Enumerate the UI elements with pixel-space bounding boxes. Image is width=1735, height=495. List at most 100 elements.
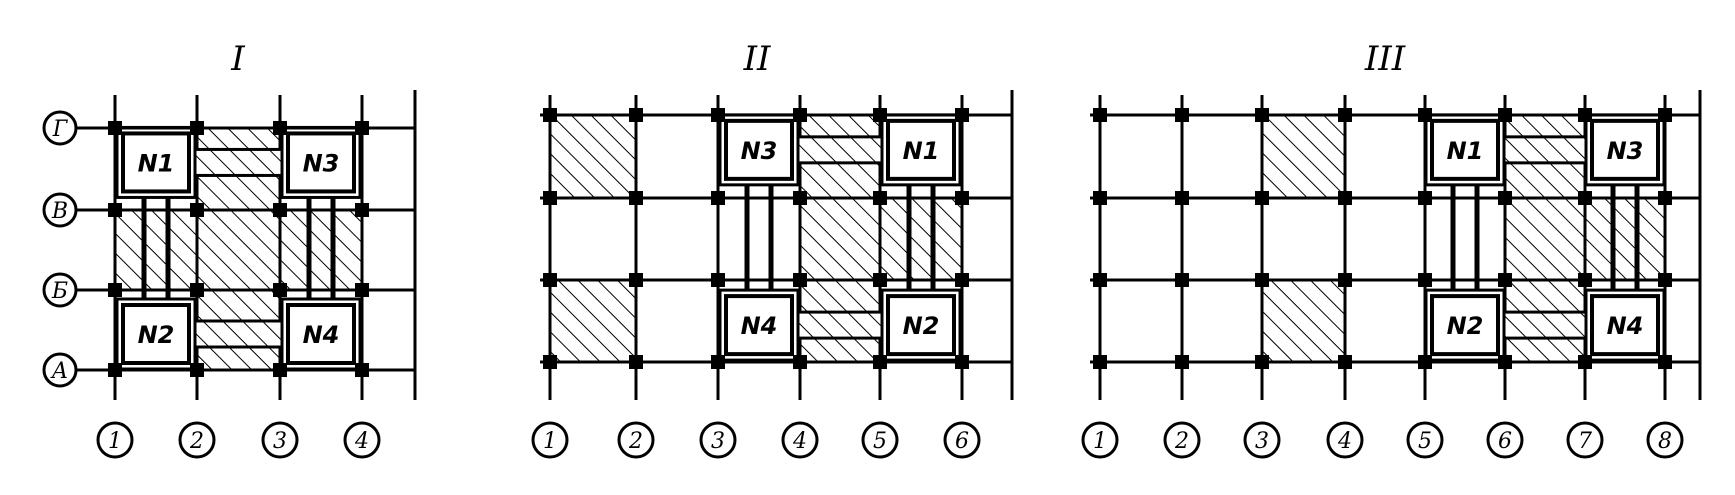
row-axis-label: А bbox=[50, 359, 69, 384]
column-node bbox=[273, 283, 287, 297]
column-axis-bubble bbox=[96, 421, 134, 459]
column-axis-bubble bbox=[261, 421, 299, 459]
column-node bbox=[1498, 191, 1512, 205]
column-node bbox=[1418, 273, 1432, 287]
column-node bbox=[1498, 273, 1512, 287]
column-node bbox=[711, 355, 725, 369]
column-node bbox=[629, 191, 643, 205]
column-axis-bubble bbox=[1566, 421, 1604, 459]
hatched-bay bbox=[1262, 280, 1345, 362]
column-axis-bubble bbox=[1646, 421, 1684, 459]
column-node bbox=[955, 191, 969, 205]
column-node bbox=[1175, 108, 1189, 122]
column-axis-label: 1 bbox=[108, 429, 122, 454]
room-box bbox=[286, 131, 356, 194]
hatched-bay bbox=[115, 210, 362, 290]
row-axis-bubble bbox=[42, 352, 78, 388]
column-axis-bubble bbox=[1406, 421, 1444, 459]
room-box bbox=[724, 118, 794, 181]
column-axis-label: 3 bbox=[273, 429, 287, 454]
column-node bbox=[1255, 191, 1269, 205]
column-node bbox=[711, 191, 725, 205]
column-node bbox=[873, 273, 887, 287]
column-node bbox=[793, 191, 807, 205]
column-axis-label: 1 bbox=[1093, 429, 1107, 454]
room-label: N2 bbox=[138, 321, 175, 349]
column-axis-label: 8 bbox=[1658, 429, 1672, 454]
column-axis-label: 7 bbox=[1578, 429, 1592, 454]
room-label: N4 bbox=[303, 321, 340, 349]
column-node bbox=[190, 203, 204, 217]
room-label: N3 bbox=[1607, 137, 1644, 165]
room-box bbox=[1430, 118, 1500, 181]
column-node bbox=[873, 355, 887, 369]
column-node bbox=[273, 203, 287, 217]
horizontal-connector bbox=[796, 135, 884, 165]
column-node bbox=[1658, 355, 1672, 369]
column-node bbox=[1175, 273, 1189, 287]
column-node bbox=[629, 355, 643, 369]
column-node bbox=[1255, 273, 1269, 287]
column-node bbox=[543, 273, 557, 287]
column-axis-bubble bbox=[617, 421, 655, 459]
column-node bbox=[629, 273, 643, 287]
column-axis-label: 2 bbox=[189, 429, 204, 454]
column-axis-bubble bbox=[1243, 421, 1281, 459]
column-node bbox=[355, 203, 369, 217]
column-node bbox=[1338, 273, 1352, 287]
row-axis-bubble bbox=[42, 272, 78, 308]
column-node bbox=[1093, 355, 1107, 369]
column-axis-bubble bbox=[861, 421, 899, 459]
column-axis-bubble bbox=[343, 421, 381, 459]
column-axis-bubble bbox=[781, 421, 819, 459]
room-label: N2 bbox=[1447, 312, 1484, 340]
column-node bbox=[1338, 191, 1352, 205]
column-axis-label: 4 bbox=[1337, 429, 1352, 454]
room-box bbox=[1430, 294, 1500, 357]
column-axis-bubble bbox=[699, 421, 737, 459]
column-node bbox=[1093, 191, 1107, 205]
column-node bbox=[1498, 355, 1512, 369]
column-axis-bubble bbox=[531, 421, 569, 459]
room-box bbox=[886, 294, 956, 357]
column-node bbox=[1338, 108, 1352, 122]
room-label: N2 bbox=[903, 312, 940, 340]
column-node bbox=[1175, 355, 1189, 369]
column-axis-label: 2 bbox=[628, 429, 643, 454]
column-node bbox=[543, 355, 557, 369]
hatched-bay bbox=[1262, 115, 1345, 198]
column-node bbox=[1255, 108, 1269, 122]
horizontal-connector bbox=[193, 147, 284, 177]
room-label: N1 bbox=[138, 149, 175, 177]
horizontal-connector bbox=[796, 310, 884, 340]
column-node bbox=[1255, 355, 1269, 369]
column-node bbox=[1578, 273, 1592, 287]
column-axis-label: 4 bbox=[354, 429, 369, 454]
room-box bbox=[121, 131, 191, 194]
column-node bbox=[1175, 191, 1189, 205]
room-label: N4 bbox=[1607, 312, 1644, 340]
panel-title: I bbox=[230, 39, 245, 79]
column-node bbox=[1658, 191, 1672, 205]
column-axis-label: 5 bbox=[873, 429, 887, 454]
column-node bbox=[1093, 273, 1107, 287]
panel-title: II bbox=[743, 39, 771, 79]
column-axis-bubble bbox=[1081, 421, 1119, 459]
column-node bbox=[355, 283, 369, 297]
column-axis-bubble bbox=[1326, 421, 1364, 459]
room-box bbox=[886, 118, 956, 181]
column-node bbox=[1418, 355, 1432, 369]
column-axis-label: 3 bbox=[1255, 429, 1269, 454]
horizontal-connector bbox=[1502, 310, 1588, 340]
column-axis-label: 5 bbox=[1418, 429, 1432, 454]
panel-title: III bbox=[1364, 39, 1406, 79]
row-axis-label: Г bbox=[52, 117, 69, 142]
column-axis-label: 6 bbox=[1498, 429, 1512, 454]
column-node bbox=[629, 108, 643, 122]
row-axis-bubble bbox=[42, 110, 78, 146]
column-node bbox=[1578, 355, 1592, 369]
column-node bbox=[543, 191, 557, 205]
row-axis-label: Б bbox=[51, 279, 68, 304]
